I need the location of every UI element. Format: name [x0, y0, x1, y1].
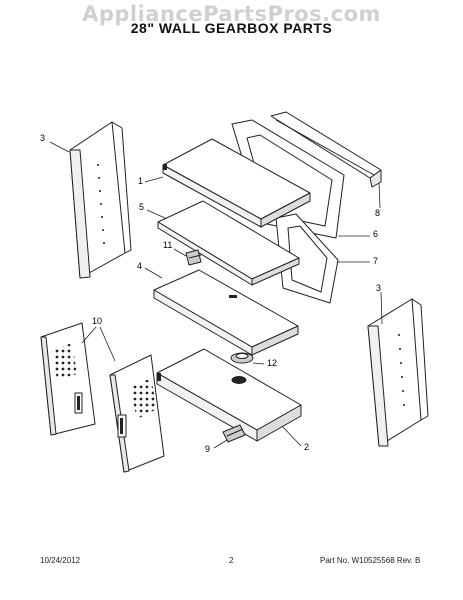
middle-shelf	[157, 200, 300, 286]
callout-3-left: 3	[40, 133, 46, 143]
connector	[222, 424, 246, 443]
footer-part-number: Part No. W10525568 Rev. B	[320, 556, 421, 565]
callout-1: 1	[138, 176, 144, 186]
callout-5: 5	[139, 202, 145, 212]
grommet	[230, 352, 254, 384]
frame-gasket-lower	[275, 213, 339, 304]
callout-4: 4	[137, 261, 143, 271]
callout-3-right: 3	[376, 283, 382, 293]
callout-12: 12	[267, 358, 278, 368]
side-panel-left	[69, 121, 132, 279]
callout-10: 10	[92, 316, 103, 326]
watermark: AppliancePartsPros.com	[82, 2, 381, 26]
bottom-box	[156, 348, 302, 442]
footer-date: 10/24/2012	[40, 556, 81, 565]
door-panel-front	[109, 354, 165, 473]
footer-page-number: 2	[229, 556, 234, 565]
callout-11: 11	[163, 240, 173, 250]
callout-9: 9	[205, 444, 211, 454]
callout-7: 7	[373, 256, 379, 266]
side-panel-right	[367, 298, 429, 447]
callout-leaders	[49, 141, 383, 449]
callout-8: 8	[375, 208, 381, 218]
page-title: 28" WALL GEARBOX PARTS	[130, 20, 333, 36]
top-shelf	[162, 138, 311, 228]
small-bracket	[185, 249, 202, 266]
door-panel-rear	[40, 322, 96, 436]
lower-shelf	[153, 269, 299, 356]
callout-6: 6	[373, 229, 379, 239]
callout-2: 2	[304, 442, 310, 452]
rear-bracket	[270, 111, 382, 188]
